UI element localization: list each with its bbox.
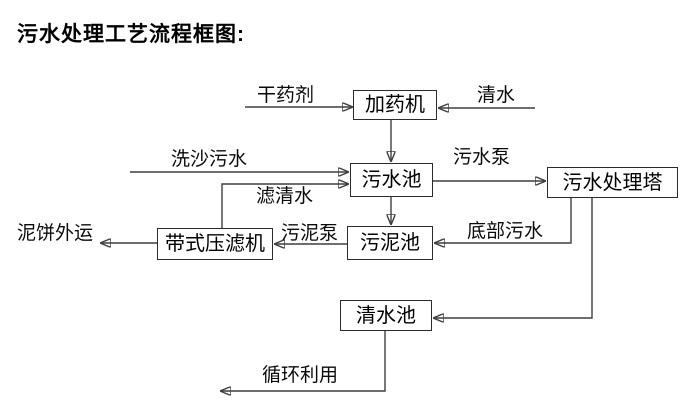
node-sludge-pool-label: 污泥池	[360, 232, 420, 254]
node-clean-water-pool: 清水池	[340, 300, 432, 331]
node-clean-water-pool-label: 清水池	[356, 304, 416, 327]
flow-label-filtered-water: 滤清水	[256, 186, 314, 207]
flow-label-mud-cake-out: 泥饼外运	[17, 223, 94, 244]
node-sludge-pool: 污泥池	[347, 226, 433, 260]
node-belt-filter-press: 带式压滤机	[157, 228, 273, 260]
flow-label-sand-wash-sewage: 洗沙污水	[171, 149, 248, 170]
node-treatment-tower: 污水处理塔	[547, 167, 678, 198]
node-sewage-pool: 污水池	[350, 163, 433, 197]
flow-label-dry-agent: 干药剂	[257, 85, 315, 106]
flow-label-bottom-sewage: 底部污水	[467, 221, 544, 242]
flow-label-recycle: 循环利用	[262, 365, 339, 386]
node-sewage-pool-label: 污水池	[361, 169, 422, 191]
flow-label-sludge-pump: 污泥泵	[281, 223, 339, 244]
connector-tower-to-clean-water-pool	[434, 198, 593, 318]
diagram-title: 污水处理工艺流程框图:	[17, 23, 245, 46]
node-dosing-machine: 加药机	[353, 90, 437, 120]
node-treatment-tower-label: 污水处理塔	[562, 171, 663, 194]
node-dosing-machine-label: 加药机	[365, 94, 425, 116]
node-belt-filter-press-label: 带式压滤机	[165, 233, 265, 255]
flow-label-clean-water: 清水	[477, 85, 516, 106]
flow-label-sewage-pump: 污水泵	[453, 147, 511, 168]
